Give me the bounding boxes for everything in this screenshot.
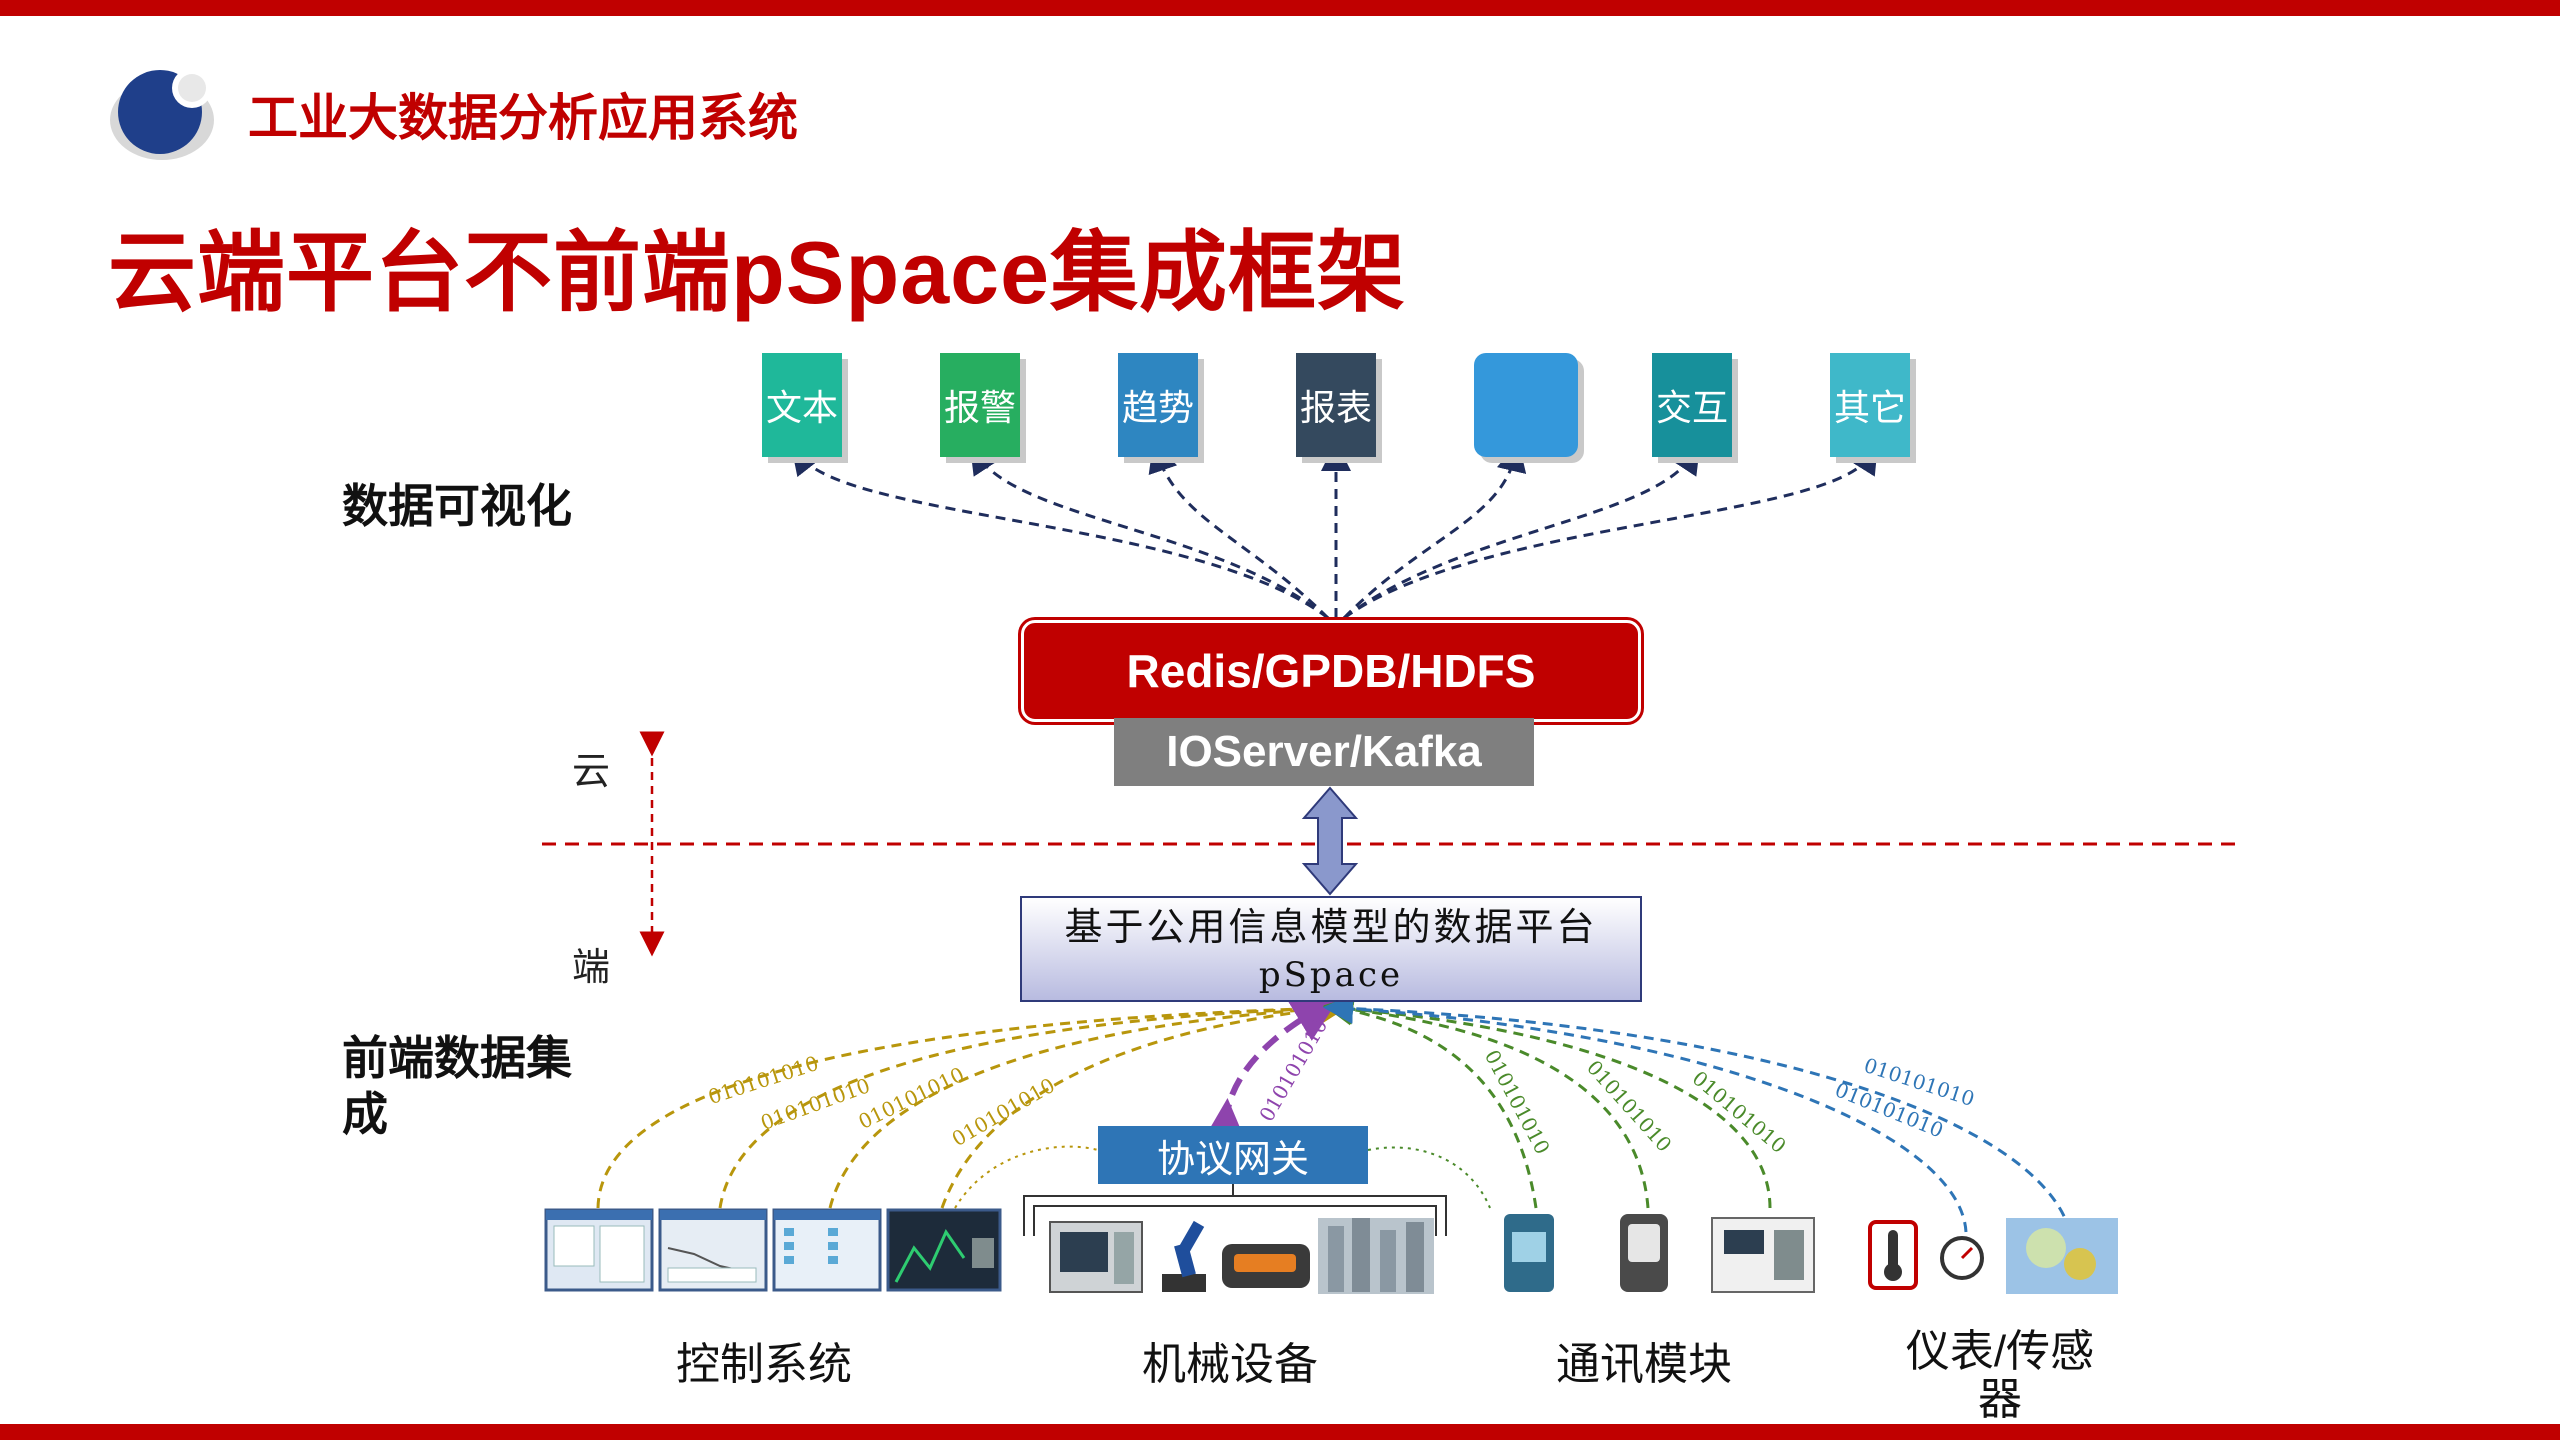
ingest-box: IOServer/Kafka	[1114, 718, 1534, 786]
cloud-label: 云	[572, 749, 611, 793]
section-label-visualization: 数据可视化	[342, 480, 572, 532]
link-to-trend	[1148, 441, 1330, 620]
pspace-platform-box: 基于公用信息模型的数据平台 pSpace	[1020, 896, 1642, 1002]
pspace-platform-name: pSpace	[1258, 955, 1404, 995]
tile-trend: 趋势	[1118, 353, 1198, 457]
category-control-systems: 控制系统	[676, 1340, 852, 1389]
bottom-accent-bar	[0, 1424, 2560, 1440]
meter-module-icon	[1711, 1217, 1815, 1293]
robot-arm-icon	[1162, 1220, 1206, 1292]
edge-label: 端	[572, 945, 611, 989]
link-to-alarm	[969, 443, 1329, 620]
tile-text: 文本	[762, 353, 842, 457]
tile-interact-label: 交互	[1655, 388, 1728, 429]
tile-other: 其它	[1830, 353, 1910, 457]
thermometer-icon	[1868, 1220, 1918, 1290]
control-system-screenshots	[544, 1208, 1002, 1292]
pspace-platform-title: 基于公用信息模型的数据平台	[1064, 905, 1598, 949]
comm-module-images	[1504, 1214, 1815, 1293]
protocol-gateway-box: 协议网关	[1098, 1126, 1368, 1184]
link-to-text	[790, 444, 1329, 620]
io-module-icon	[1504, 1214, 1554, 1292]
tile-alarm-label: 报警	[943, 388, 1016, 429]
weather-map-icon	[2006, 1218, 2118, 1294]
category-machinery: 机械设备	[1142, 1340, 1318, 1389]
tile-report-label: 报表	[1299, 388, 1372, 429]
tile-alarm: 报警	[940, 353, 1020, 457]
scada-screen-icon	[772, 1208, 882, 1292]
cnc-machine-icon	[1049, 1221, 1143, 1293]
process-graphic-icon	[886, 1208, 1002, 1292]
sensor-images	[1868, 1218, 2118, 1294]
link-to-blank	[1342, 441, 1527, 620]
storage-box: Redis/GPDB/HDFS	[1021, 620, 1641, 722]
industrial-plant-icon	[1318, 1218, 1434, 1294]
link-to-other	[1343, 443, 1878, 620]
tile-report: 报表	[1296, 353, 1376, 457]
company-logo	[110, 68, 214, 160]
gauge-icon	[1940, 1236, 1984, 1280]
scada-screen-icon	[658, 1208, 768, 1292]
agv-vehicle-icon	[1222, 1244, 1310, 1288]
gateway-link	[1200, 995, 1341, 1148]
section-label-front-integration: 前端数据集成	[342, 1032, 572, 1140]
tile-trend-label: 趋势	[1121, 388, 1194, 429]
link-to-interact	[1343, 443, 1701, 620]
scada-screen-icon	[544, 1208, 654, 1292]
app-title: 工业大数据分析应用系统	[248, 90, 798, 146]
category-comm-modules: 通讯模块	[1556, 1340, 1732, 1389]
page-title: 云端平台不前端pSpace集成框架	[108, 223, 1407, 322]
tile-other-label: 其它	[1833, 388, 1906, 429]
machinery-images	[1049, 1218, 1434, 1294]
category-instruments-sensors: 仪表/传感器	[1905, 1327, 2095, 1424]
tile-blank	[1474, 353, 1578, 457]
tile-interact: 交互	[1652, 353, 1732, 457]
top-accent-bar	[0, 0, 2560, 16]
tile-text-label: 文本	[765, 388, 838, 429]
bidirectional-arrow	[1301, 786, 1359, 896]
data-transmitter-icon	[1620, 1214, 1668, 1292]
